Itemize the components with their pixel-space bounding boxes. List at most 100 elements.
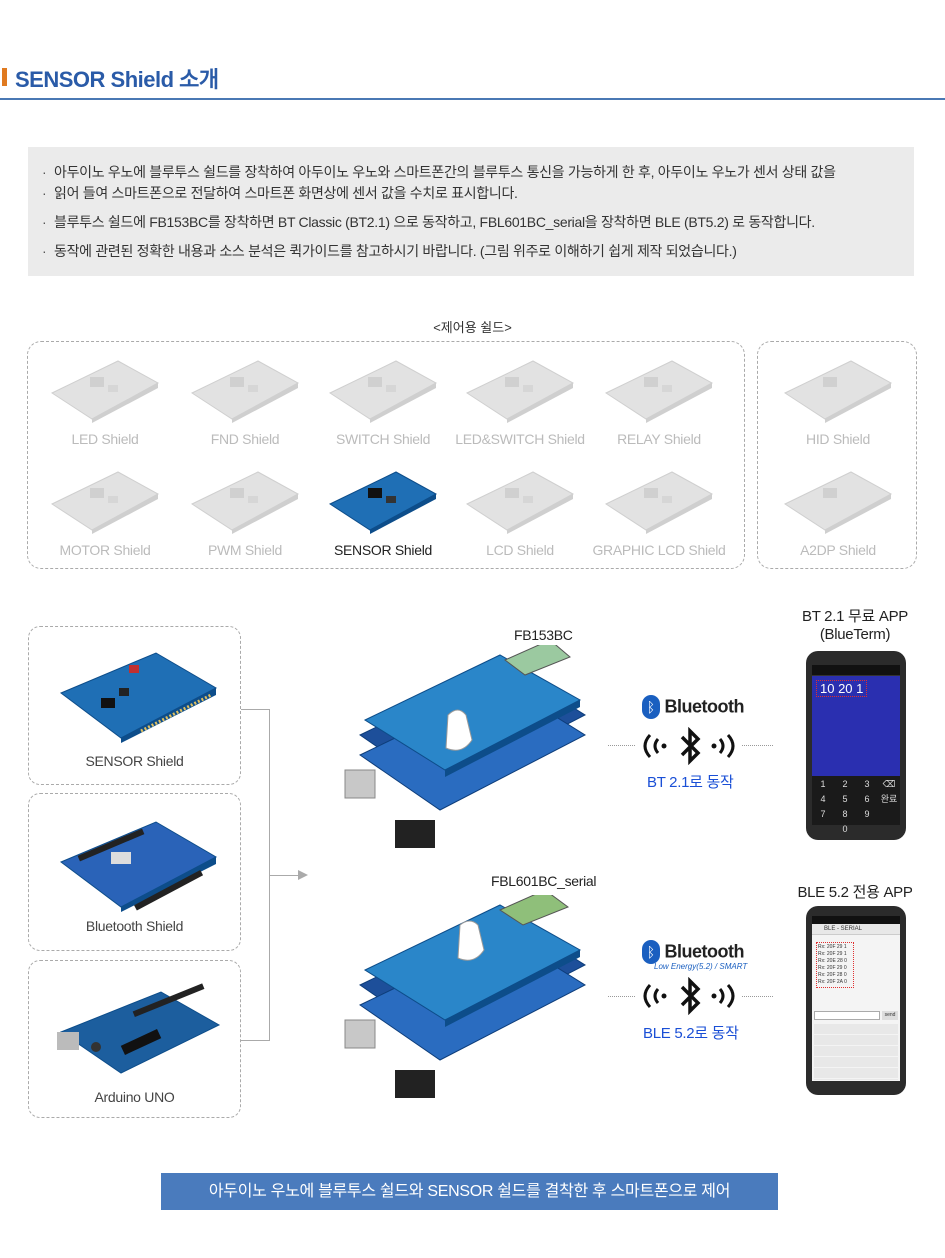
- keypad-key[interactable]: 5: [842, 794, 848, 804]
- stack-box-sensor-shield: SENSOR Shield: [28, 626, 241, 785]
- shield-board-image: [50, 360, 160, 423]
- intro-line-1-cont: 읽어 들여 스마트폰으로 전달하여 스마트폰 화면상에 센서 값을 수치로 표시…: [54, 185, 518, 201]
- phone-top-screen: 10 20 1 1 2 3 ⌫ 4 5 6 완료 7 8 9 0: [812, 665, 900, 834]
- stack-box-bluetooth-shield: Bluetooth Shield: [28, 793, 241, 951]
- arrow-right-icon: [298, 870, 308, 880]
- keypad-key[interactable]: 9: [864, 809, 870, 819]
- page-title: SENSOR Shield 소개: [15, 67, 219, 92]
- shield-board-image: [604, 471, 714, 534]
- ble-app-title: BLE - SERIAL: [812, 924, 900, 935]
- keypad-key[interactable]: 0: [842, 824, 848, 834]
- stack-label-arduino-uno: Arduino UNO: [94, 1089, 175, 1105]
- shield-cell: RELAY Shield: [594, 347, 724, 457]
- shield-board-image: [190, 360, 300, 423]
- rx-line: Rx: 20F 28 0: [818, 972, 847, 978]
- shield-board-image: [190, 471, 300, 534]
- shield-label: SWITCH Shield: [335, 431, 431, 447]
- shield-grid-caption: <제어용 쉴드>: [433, 320, 512, 335]
- section-header: SENSOR Shield 소개: [0, 60, 945, 100]
- phone-top-title: BT 2.1 무료 APP (BlueTerm): [790, 608, 920, 644]
- bluetooth-le-subtitle: Low Energy(5.2) / SMART: [654, 962, 748, 971]
- bluetooth-logo-top: ᛒ Bluetooth: [642, 695, 744, 719]
- keypad-key[interactable]: [878, 807, 900, 822]
- shield-board-image: [465, 360, 575, 423]
- shield-label: A2DP Shield: [800, 542, 876, 558]
- stack-label-bluetooth-shield: Bluetooth Shield: [85, 918, 184, 934]
- bluetooth-logo-text: Bluetooth: [664, 696, 744, 717]
- shield-label: LED&SWITCH Shield: [455, 431, 585, 447]
- shield-label: MOTOR Shield: [59, 542, 151, 558]
- shield-cell: LED Shield: [40, 347, 170, 457]
- shield-label: LCD Shield: [486, 542, 554, 558]
- shield-cell-extra: A2DP Shield: [773, 458, 903, 568]
- keypad-key[interactable]: 4: [820, 794, 826, 804]
- intro-line-1: 아두이노 우노에 블루투스 쉴드를 장착하여 아두이노 우노와 스마트폰간의 블…: [42, 162, 900, 183]
- shield-board-image: [50, 471, 160, 534]
- control-shield-group: [27, 341, 745, 569]
- keypad-key[interactable]: [812, 822, 834, 837]
- shield-label: PWM Shield: [207, 542, 283, 558]
- shield-label: GRAPHIC LCD Shield: [592, 542, 726, 558]
- rx-line: Rx: 20F 29 1: [818, 944, 847, 950]
- shield-cell: PWM Shield: [180, 458, 310, 568]
- header-accent-mark: [2, 68, 7, 86]
- mode-label-ble52: BLE 5.2로 동작: [643, 1025, 739, 1042]
- shield-cell: LCD Shield: [455, 458, 585, 568]
- keypad-key[interactable]: 8: [842, 809, 848, 819]
- keypad-key[interactable]: [878, 822, 900, 837]
- shield-cell: FND Shield: [180, 347, 310, 457]
- bluetooth-shield-image: [60, 821, 218, 912]
- phone-top-title-line2: (BlueTerm): [819, 626, 891, 643]
- keypad-key[interactable]: 3: [864, 779, 870, 789]
- keypad-key[interactable]: 1: [820, 779, 826, 789]
- shield-cell: MOTOR Shield: [40, 458, 170, 568]
- intro-line-1b: 읽어 들여 스마트폰으로 전달하여 스마트폰 화면상에 센서 값을 수치로 표시…: [42, 183, 900, 204]
- shield-board-image: [604, 360, 714, 423]
- shield-board-image: [465, 471, 575, 534]
- assembled-board-bt21-image: [344, 645, 587, 848]
- module-label-fbl601bc: FBL601BC_serial: [491, 873, 597, 889]
- blueterm-display: 10 20 1: [812, 676, 900, 776]
- module-label-fb153bc: FB153BC: [514, 627, 573, 643]
- keypad-key[interactable]: 7: [820, 809, 826, 819]
- stack-arrow-line: [270, 875, 300, 876]
- bluetooth-signal-icon-bottom: [636, 977, 742, 1015]
- bluetooth-logo-text: Bluetooth: [664, 941, 744, 962]
- shield-cell: SWITCH Shield: [318, 347, 448, 457]
- stack-bracket: [241, 709, 270, 1041]
- shield-board-image: [328, 360, 438, 423]
- keypad-key[interactable]: 2: [842, 779, 848, 789]
- keypad-key[interactable]: 완료: [880, 794, 898, 804]
- sensor-shield-image: [60, 652, 218, 743]
- shield-label: LED Shield: [71, 431, 139, 447]
- keypad-key[interactable]: 6: [864, 794, 870, 804]
- arduino-uno-image: [57, 983, 221, 1074]
- shield-board-image: [783, 360, 893, 423]
- mode-label-bt21: BT 2.1로 동작: [647, 774, 734, 791]
- ble-send-button[interactable]: send: [882, 1011, 898, 1020]
- stack-box-arduino-uno: Arduino UNO: [28, 960, 241, 1118]
- extra-shield-group: [757, 341, 917, 569]
- phone-bottom-keyboard[interactable]: [814, 1024, 898, 1080]
- phone-top-title-line1: BT 2.1 무료 APP: [802, 608, 908, 625]
- phone-bottom-title: BLE 5.2 전용 APP: [797, 884, 913, 901]
- bluetooth-icon: ᛒ: [642, 940, 660, 964]
- keypad-key[interactable]: [856, 822, 878, 837]
- stack-label-sensor-shield: SENSOR Shield: [85, 753, 184, 769]
- rx-line: Rx: 20E 28 0: [818, 958, 847, 964]
- shield-cell: SENSOR Shield: [318, 458, 448, 568]
- shield-label: SENSOR Shield: [333, 542, 433, 558]
- rx-line: Rx: 20F 2A 0: [818, 979, 847, 985]
- keypad-key[interactable]: ⌫: [882, 779, 896, 789]
- shield-label: HID Shield: [806, 431, 870, 447]
- shield-label: FND Shield: [210, 431, 280, 447]
- phone-top-keypad: 1 2 3 ⌫ 4 5 6 완료 7 8 9 0: [812, 777, 900, 837]
- phone-top-device: 10 20 1 1 2 3 ⌫ 4 5 6 완료 7 8 9 0: [806, 651, 906, 840]
- shield-cell: LED&SWITCH Shield: [455, 347, 585, 457]
- ble-message-input[interactable]: [814, 1011, 880, 1020]
- shield-board-image: [328, 471, 438, 534]
- bluetooth-logo-bottom: ᛒ Bluetooth Low Energy(5.2) / SMART: [642, 940, 747, 971]
- shield-cell-extra: HID Shield: [773, 347, 903, 457]
